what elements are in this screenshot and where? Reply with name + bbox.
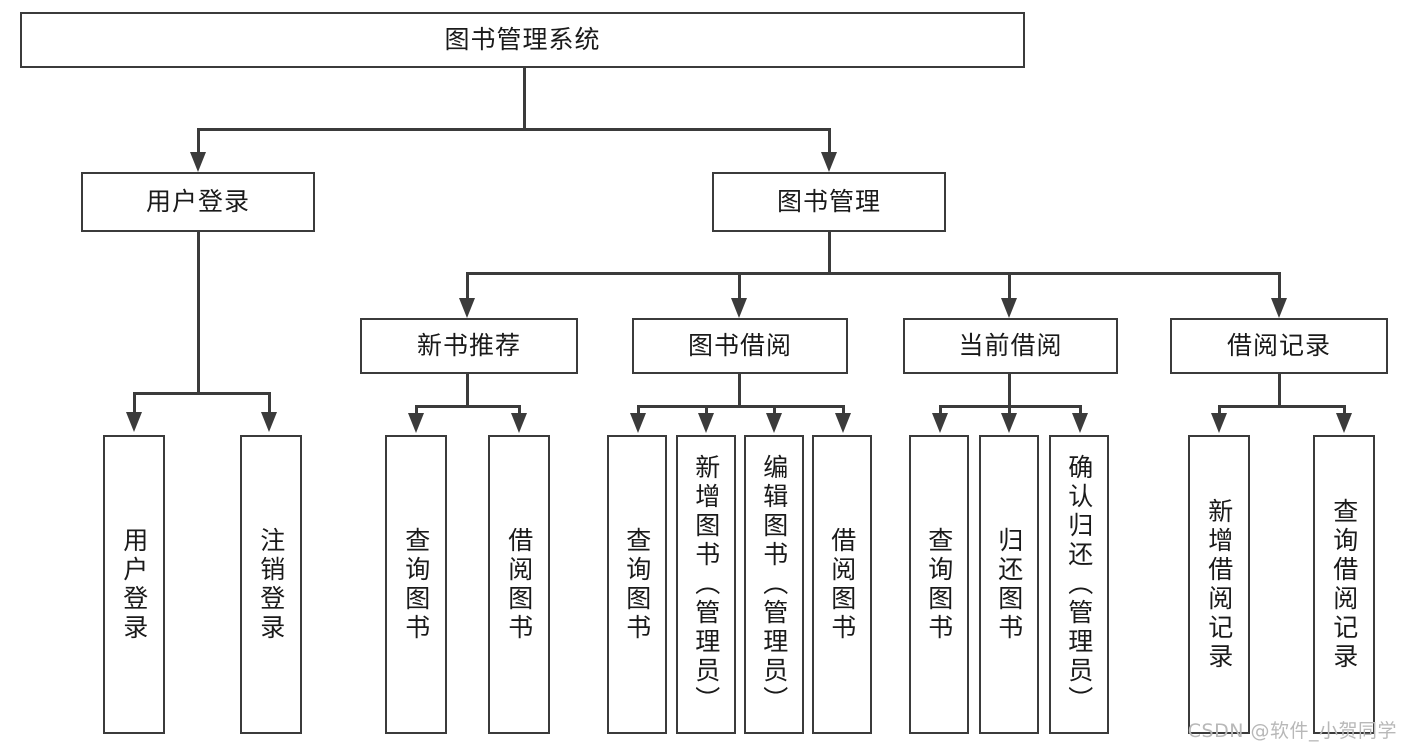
edge-user-login-to-leaf-1 (133, 392, 136, 415)
node-label: 查询借阅记录 (1329, 497, 1359, 672)
arrow-book-manage-to-new-book (459, 298, 475, 318)
node-leaf-add-book[interactable]: 新增图书（管理员） (676, 435, 736, 734)
node-leaf-query-book-3[interactable]: 查询图书 (909, 435, 969, 734)
node-book-manage[interactable]: 图书管理 (712, 172, 946, 232)
edge-borrow-record-to-leaf-2 (1343, 405, 1346, 417)
arrow-new-book-to-leaf-1 (408, 413, 424, 433)
edge-book-borrow-to-leaf-4 (842, 405, 845, 417)
edge-book-manage-bar (466, 272, 1278, 275)
node-borrow-record[interactable]: 借阅记录 (1170, 318, 1388, 374)
node-leaf-query-record[interactable]: 查询借阅记录 (1313, 435, 1375, 734)
edge-book-borrow-bar (637, 405, 842, 408)
arrow-root-to-book-manage (821, 152, 837, 172)
arrow-book-manage-to-book-borrow (731, 298, 747, 318)
arrow-borrow-record-to-leaf-1 (1211, 413, 1227, 433)
arrow-new-book-to-leaf-2 (511, 413, 527, 433)
arrow-book-manage-to-current-borrow (1001, 298, 1017, 318)
node-root-system[interactable]: 图书管理系统 (20, 12, 1025, 68)
node-leaf-user-login[interactable]: 用户登录 (103, 435, 165, 734)
node-label: 借阅图书 (504, 526, 534, 643)
node-leaf-query-book-2[interactable]: 查询图书 (607, 435, 667, 734)
edge-book-manage-to-new-book (466, 272, 469, 302)
edge-current-borrow-to-leaf-1 (939, 405, 942, 417)
node-label: 图书管理 (776, 187, 881, 217)
arrow-user-login-to-leaf-1 (126, 412, 142, 432)
edge-current-borrow-to-leaf-3 (1079, 405, 1082, 417)
edge-root-to-user-login (197, 128, 200, 158)
edge-new-book-stem (466, 374, 469, 405)
node-user-login[interactable]: 用户登录 (81, 172, 315, 232)
edge-book-borrow-stem (738, 374, 741, 405)
node-label: 借阅图书 (827, 526, 857, 643)
edge-new-book-bar (415, 405, 518, 408)
node-label: 用户登录 (145, 187, 250, 217)
node-label: 编辑图书（管理员） (759, 454, 789, 715)
node-label: 当前借阅 (958, 331, 1063, 361)
edge-root-to-book-manage (828, 128, 831, 158)
edge-new-book-to-leaf-1 (415, 405, 418, 417)
edge-root-stem (523, 68, 526, 128)
node-label: 图书借阅 (687, 331, 792, 361)
node-label: 确认归还（管理员） (1064, 454, 1094, 715)
node-leaf-edit-book[interactable]: 编辑图书（管理员） (744, 435, 804, 734)
node-leaf-return-book[interactable]: 归还图书 (979, 435, 1039, 734)
edge-new-book-to-leaf-2 (518, 405, 521, 417)
arrow-book-borrow-to-leaf-1 (630, 413, 646, 433)
edge-book-borrow-to-leaf-2 (705, 405, 708, 417)
arrow-root-to-user-login (190, 152, 206, 172)
edge-book-manage-to-borrow-record (1278, 272, 1281, 302)
edge-current-borrow-to-leaf-2 (1008, 405, 1011, 417)
edge-user-login-to-leaf-2 (268, 392, 271, 415)
node-label: 注销登录 (256, 526, 286, 643)
arrow-book-borrow-to-leaf-4 (835, 413, 851, 433)
arrow-book-borrow-to-leaf-3 (766, 413, 782, 433)
node-label: 查询图书 (622, 526, 652, 643)
edge-book-borrow-to-leaf-1 (637, 405, 640, 417)
node-leaf-borrow-book-2[interactable]: 借阅图书 (812, 435, 872, 734)
node-new-book-recommend[interactable]: 新书推荐 (360, 318, 578, 374)
edge-book-manage-to-book-borrow (738, 272, 741, 302)
node-leaf-query-book-1[interactable]: 查询图书 (385, 435, 447, 734)
arrow-user-login-to-leaf-2 (261, 412, 277, 432)
edge-borrow-record-to-leaf-1 (1218, 405, 1221, 417)
edge-book-manage-to-current-borrow (1008, 272, 1011, 302)
edge-user-login-stem (197, 232, 200, 392)
node-current-borrow[interactable]: 当前借阅 (903, 318, 1118, 374)
node-label: 查询图书 (401, 526, 431, 643)
node-label: 归还图书 (994, 526, 1024, 643)
node-leaf-add-record[interactable]: 新增借阅记录 (1188, 435, 1250, 734)
watermark-text: CSDN @软件_小贺同学 (1187, 720, 1397, 742)
edge-borrow-record-stem (1278, 374, 1281, 405)
node-label: 查询图书 (924, 526, 954, 643)
edge-user-login-bar (133, 392, 268, 395)
node-label: 新增借阅记录 (1204, 497, 1234, 672)
node-label: 图书管理系统 (444, 25, 601, 55)
node-label: 新书推荐 (416, 331, 521, 361)
edge-root-bar (197, 128, 830, 131)
node-label: 用户登录 (119, 526, 149, 643)
arrow-current-borrow-to-leaf-1 (932, 413, 948, 433)
node-leaf-logout[interactable]: 注销登录 (240, 435, 302, 734)
edge-current-borrow-stem (1008, 374, 1011, 405)
node-leaf-borrow-book-1[interactable]: 借阅图书 (488, 435, 550, 734)
node-label: 借阅记录 (1226, 331, 1331, 361)
edge-borrow-record-bar (1218, 405, 1343, 408)
arrow-borrow-record-to-leaf-2 (1336, 413, 1352, 433)
node-leaf-confirm-return[interactable]: 确认归还（管理员） (1049, 435, 1109, 734)
node-label: 新增图书（管理员） (691, 454, 721, 715)
arrow-book-manage-to-borrow-record (1271, 298, 1287, 318)
arrow-current-borrow-to-leaf-2 (1001, 413, 1017, 433)
arrow-current-borrow-to-leaf-3 (1072, 413, 1088, 433)
edge-book-manage-stem (828, 232, 831, 272)
edge-book-borrow-to-leaf-3 (773, 405, 776, 417)
node-book-borrow[interactable]: 图书借阅 (632, 318, 848, 374)
arrow-book-borrow-to-leaf-2 (698, 413, 714, 433)
